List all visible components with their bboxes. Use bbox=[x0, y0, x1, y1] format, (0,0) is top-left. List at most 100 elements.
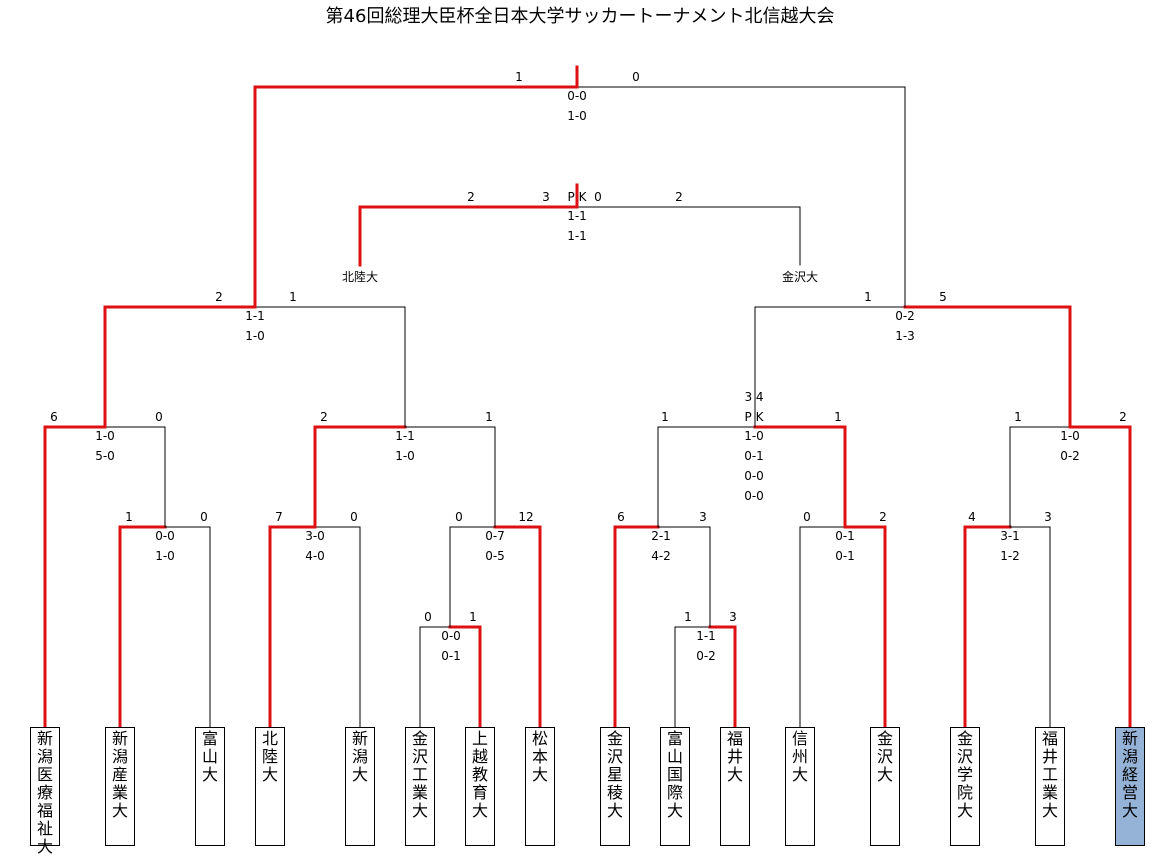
score-right: 3 bbox=[729, 610, 737, 624]
half-score: 1-0 bbox=[567, 109, 587, 123]
team-name: 富 山 大 bbox=[201, 729, 218, 784]
playoff-team-right: 金沢大 bbox=[782, 269, 818, 284]
team-name: 金 沢 星 稜 大 bbox=[606, 729, 623, 820]
score-right: 1 bbox=[469, 610, 477, 624]
team-name: 北 陸 大 bbox=[261, 729, 278, 784]
score-right: 12 bbox=[518, 510, 533, 524]
half-score: 1-0 bbox=[1060, 429, 1080, 443]
score-right: 2 bbox=[879, 510, 887, 524]
team-name: 信 州 大 bbox=[791, 729, 808, 784]
half-score: 4-0 bbox=[305, 549, 325, 563]
half-score: 0-7 bbox=[485, 529, 505, 543]
half-score: 1-0 bbox=[744, 429, 764, 443]
half-score: 0-1 bbox=[441, 649, 461, 663]
score-right: 3 bbox=[1044, 510, 1052, 524]
half-score: 0-2 bbox=[1060, 449, 1080, 463]
score-right: 1 bbox=[485, 410, 493, 424]
team-box: 新 潟 医 療 福 祉 大 bbox=[30, 727, 60, 856]
team-box: 富 山 大 bbox=[195, 727, 225, 846]
half-score: 1-1 bbox=[567, 209, 587, 223]
half-score: 0-0 bbox=[441, 629, 461, 643]
half-score: 1-0 bbox=[155, 549, 175, 563]
score-right: 2 bbox=[675, 190, 683, 204]
playoff-team-left: 北陸大 bbox=[342, 270, 378, 284]
half-score: 1-1 bbox=[395, 429, 415, 443]
score-left: 0 bbox=[455, 510, 463, 524]
team-name: 新 潟 経 営 大 bbox=[1121, 729, 1138, 820]
team-name: 新 潟 産 業 大 bbox=[111, 729, 128, 820]
half-score: 1-1 bbox=[245, 309, 265, 323]
score-left: 4 bbox=[968, 510, 976, 524]
score-right: 0 bbox=[155, 410, 163, 424]
half-score: 1-0 bbox=[95, 429, 115, 443]
team-box: 金 沢 星 稜 大 bbox=[600, 727, 630, 846]
team-name: 福 井 工 業 大 bbox=[1041, 729, 1058, 820]
score-left: 6 bbox=[50, 410, 58, 424]
team-box: 松 本 大 bbox=[525, 727, 555, 846]
half-score: 1-1 bbox=[696, 629, 716, 643]
half-score: 0-2 bbox=[895, 309, 915, 323]
score-right: 0 bbox=[200, 510, 208, 524]
team-box: 金 沢 学 院 大 bbox=[950, 727, 980, 846]
pk-score-left: 3 bbox=[542, 190, 550, 204]
team-box: 新 潟 経 営 大 bbox=[1115, 727, 1145, 846]
score-left: 1 bbox=[864, 290, 872, 304]
team-name: 福 井 大 bbox=[726, 729, 743, 784]
pk-score: 3 4 bbox=[744, 390, 763, 404]
team-box: 上 越 教 育 大 bbox=[465, 727, 495, 846]
team-name: 富 山 国 際 大 bbox=[666, 729, 683, 820]
team-name: 新 潟 大 bbox=[351, 729, 368, 784]
half-score: 1-1 bbox=[567, 229, 587, 243]
score-left: 2 bbox=[215, 290, 223, 304]
team-box: 金 沢 工 業 大 bbox=[405, 727, 435, 846]
team-name: 金 沢 大 bbox=[876, 729, 893, 784]
score-left: 1 bbox=[684, 610, 692, 624]
team-name: 金 沢 工 業 大 bbox=[411, 729, 428, 820]
score-right: 1 bbox=[289, 290, 297, 304]
half-score: 4-2 bbox=[651, 549, 671, 563]
pk-label: P K bbox=[568, 190, 588, 204]
score-left: 6 bbox=[617, 510, 625, 524]
half-score: 0-1 bbox=[835, 549, 855, 563]
score-left: 2 bbox=[467, 190, 475, 204]
team-box: 福 井 工 業 大 bbox=[1035, 727, 1065, 846]
score-right: 1 bbox=[834, 410, 842, 424]
team-name: 新 潟 医 療 福 祉 大 bbox=[36, 729, 53, 856]
score-left: 1 bbox=[125, 510, 133, 524]
score-right: 0 bbox=[632, 70, 640, 84]
score-left: 1 bbox=[1014, 410, 1022, 424]
half-score: 1-3 bbox=[895, 329, 915, 343]
score-right: 2 bbox=[1119, 410, 1127, 424]
team-name: 松 本 大 bbox=[531, 729, 548, 784]
half-score: 0-1 bbox=[835, 529, 855, 543]
half-score: 3-0 bbox=[305, 529, 325, 543]
team-box: 富 山 国 際 大 bbox=[660, 727, 690, 846]
score-left: 1 bbox=[661, 410, 669, 424]
score-left: 2 bbox=[320, 410, 328, 424]
half-score: 0-2 bbox=[696, 649, 716, 663]
score-left: 7 bbox=[275, 510, 283, 524]
half-score: 1-0 bbox=[395, 449, 415, 463]
half-score: 0-0 bbox=[744, 489, 764, 503]
half-score: 0-0 bbox=[155, 529, 175, 543]
team-box: 新 潟 産 業 大 bbox=[105, 727, 135, 846]
team-box: 福 井 大 bbox=[720, 727, 750, 846]
page-title: 第46回総理大臣杯全日本大学サッカートーナメント北信越大会 bbox=[325, 6, 835, 27]
half-score: 1-2 bbox=[1000, 549, 1020, 563]
score-left: 0 bbox=[803, 510, 811, 524]
team-name: 金 沢 学 院 大 bbox=[956, 729, 973, 820]
half-score: 0-5 bbox=[485, 549, 505, 563]
pk-score-right: 0 bbox=[594, 190, 602, 204]
team-name: 上 越 教 育 大 bbox=[471, 729, 488, 820]
half-score: 1-0 bbox=[245, 329, 265, 343]
score-right: 5 bbox=[939, 290, 947, 304]
score-left: 0 bbox=[424, 610, 432, 624]
score-right: 3 bbox=[699, 510, 707, 524]
team-box: 金 沢 大 bbox=[870, 727, 900, 846]
half-score: 0-0 bbox=[567, 89, 587, 103]
team-box: 信 州 大 bbox=[785, 727, 815, 846]
team-box: 北 陸 大 bbox=[255, 727, 285, 846]
half-score: 3-1 bbox=[1000, 529, 1020, 543]
score-left: 1 bbox=[515, 70, 523, 84]
